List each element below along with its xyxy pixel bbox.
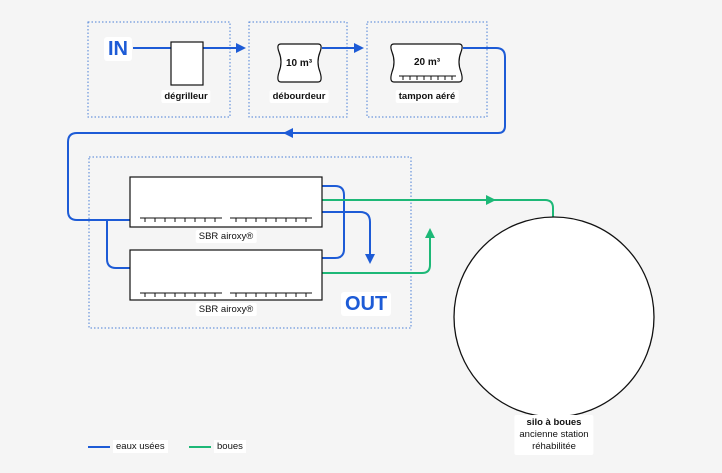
legend-sludge-swatch: [189, 445, 211, 448]
sbr-1-label: SBR airoxy®: [195, 230, 257, 243]
outlet-label: OUT: [341, 292, 392, 316]
legend-sludge-label: boues: [214, 440, 246, 453]
sbr-tank-1: [129, 176, 323, 228]
silo-line-2: ancienne station: [519, 429, 589, 440]
tampon-label: tampon aéré: [395, 90, 459, 103]
debourdeur-label: débourdeur: [269, 90, 329, 103]
tampon-tank: [390, 43, 463, 83]
zone-sbr: [88, 156, 412, 329]
silo-line-3: réhabilitée: [532, 441, 576, 452]
sbr-2-label: SBR airoxy®: [195, 303, 257, 316]
inlet-label: IN: [104, 37, 132, 61]
debourdeur-volume: 10 m³: [285, 58, 313, 69]
zone-tampon: [366, 21, 488, 118]
legend-sludge: boues: [189, 440, 246, 453]
legend-water-label: eaux usées: [113, 440, 168, 453]
sbr-1-aerators: [140, 217, 312, 222]
water-line: [67, 43, 506, 269]
degrilleur-box: [170, 41, 204, 86]
zone-degrilleur: [87, 21, 231, 118]
sbr-tank-2: [129, 249, 323, 301]
legend-water: eaux usées: [88, 440, 168, 453]
tampon-aerators: [399, 75, 456, 80]
silo-label: silo à boues ancienne station réhabilité…: [514, 415, 594, 455]
legend-water-swatch: [88, 445, 110, 448]
tampon-volume: 20 m³: [413, 57, 441, 68]
sbr-2-aerators: [140, 292, 312, 297]
sludge-line: [322, 195, 554, 274]
silo-title: silo à boues: [526, 417, 582, 428]
debourdeur-tank: [277, 43, 322, 83]
degrilleur-label: dégrilleur: [161, 90, 211, 103]
zone-debourdeur: [248, 21, 348, 118]
silo-circle: [453, 216, 655, 418]
